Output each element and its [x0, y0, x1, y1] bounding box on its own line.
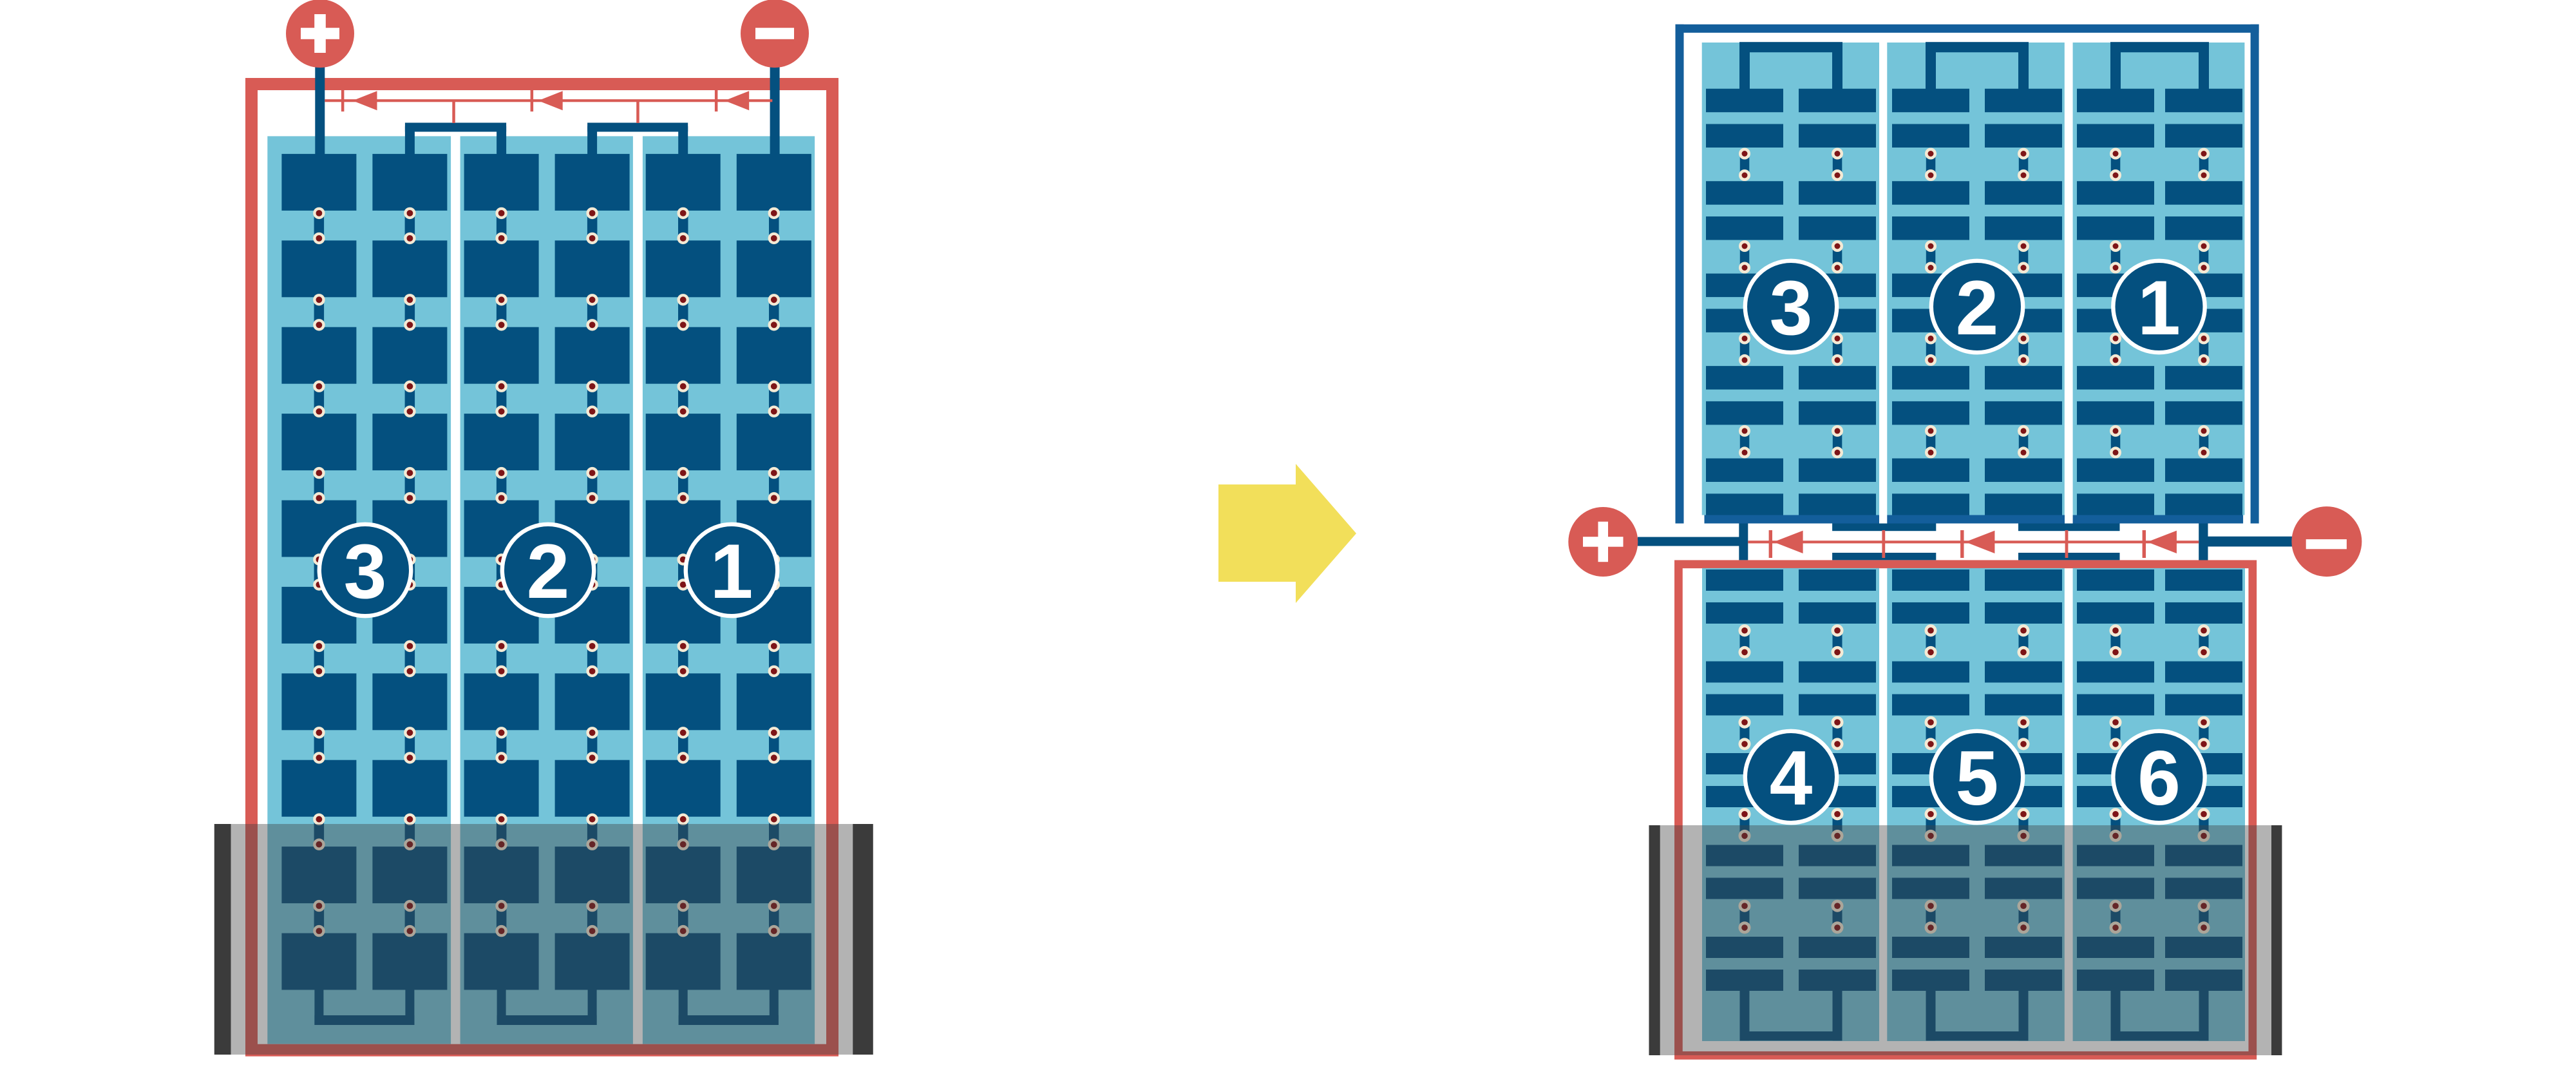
svg-text:3: 3 [344, 528, 387, 615]
svg-text:4: 4 [1770, 735, 1813, 821]
svg-text:5: 5 [1956, 735, 1999, 821]
svg-text:2: 2 [527, 528, 570, 615]
svg-text:1: 1 [710, 528, 753, 615]
svg-text:1: 1 [2137, 265, 2181, 351]
svg-text:2: 2 [1956, 265, 1999, 351]
svg-text:3: 3 [1770, 265, 1813, 351]
svg-text:6: 6 [2137, 735, 2181, 821]
